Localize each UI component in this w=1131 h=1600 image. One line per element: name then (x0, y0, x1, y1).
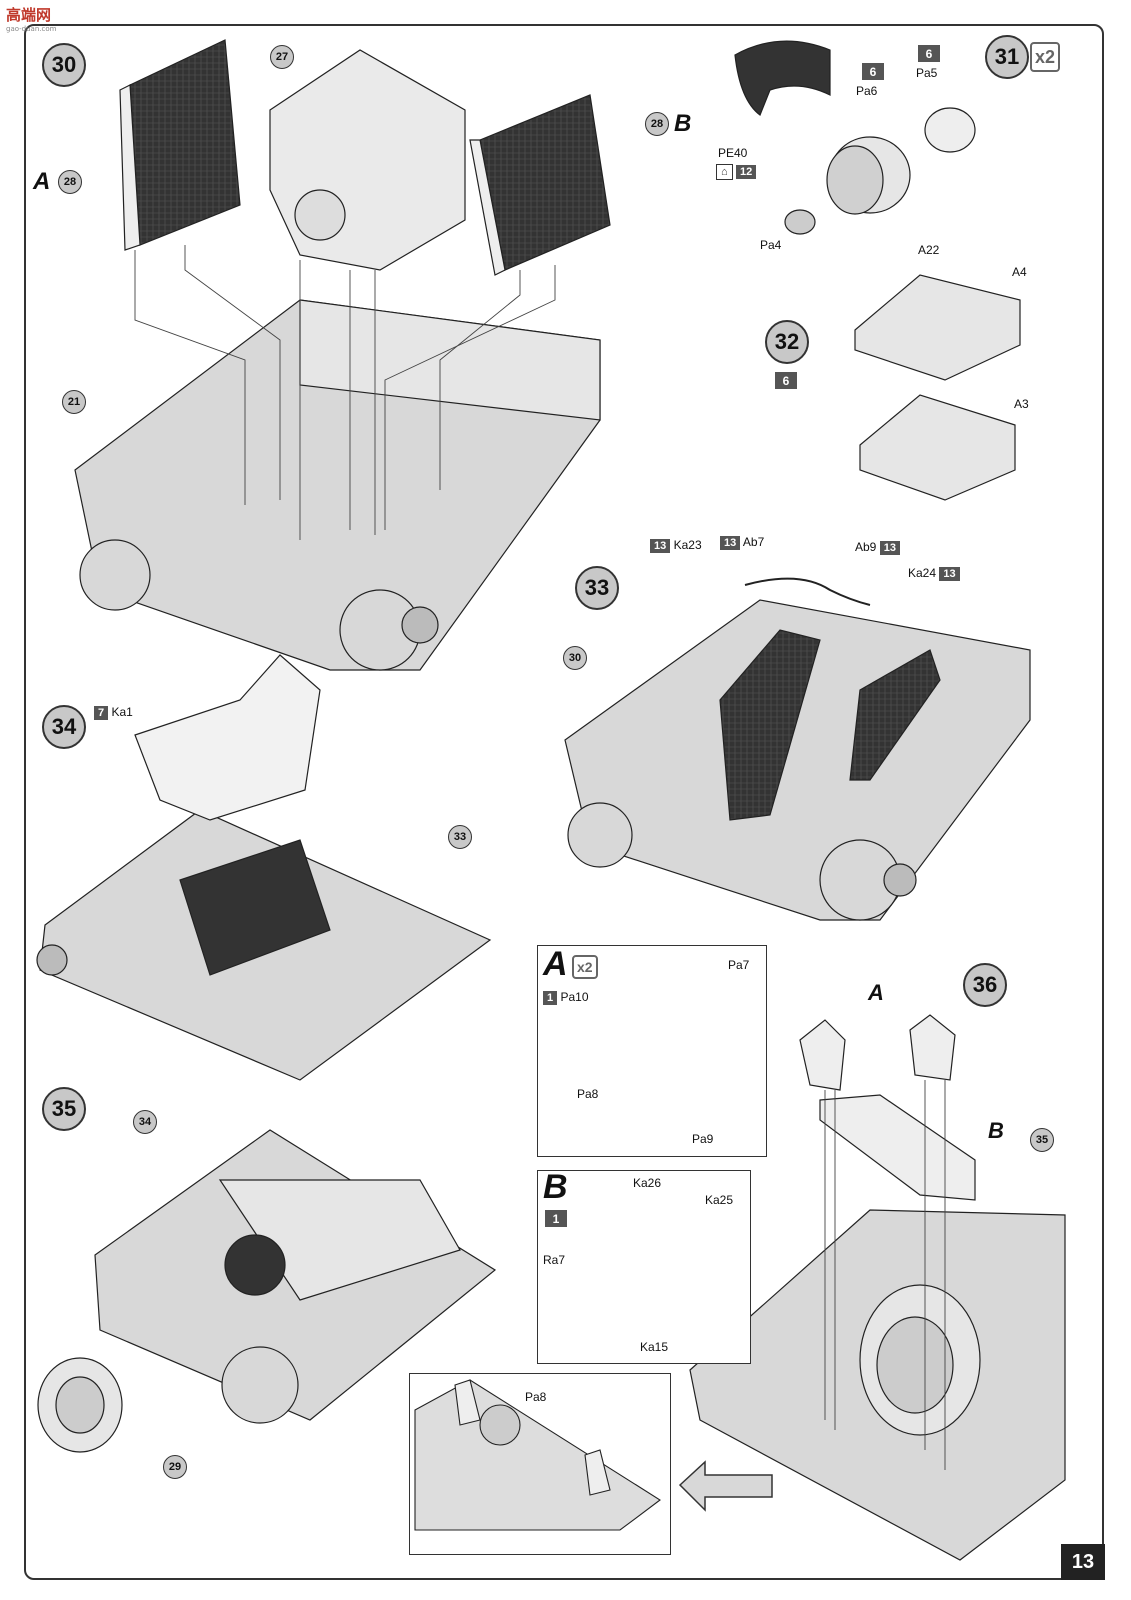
inset-B (537, 1170, 751, 1364)
label-Pa8: Pa8 (577, 1087, 599, 1101)
track-band (734, 40, 831, 116)
sprue-6-pa6: 6 (862, 63, 884, 80)
label-Ka15: Ka15 (640, 1340, 669, 1354)
label-A4: A4 (1012, 265, 1027, 279)
sprue-6-pa5: 6 (918, 45, 940, 62)
label-Pa7: Pa7 (728, 958, 750, 972)
ref-33: 33 (448, 825, 472, 849)
inset-A-multiplier: x2 (572, 955, 598, 979)
label-Ab9: Ab9 13 (855, 540, 900, 555)
step-36: 36 (963, 963, 1007, 1007)
letter-B-right: B (674, 110, 692, 137)
letter-B-step36: B (988, 1118, 1004, 1143)
label-PE40: PE40 (718, 146, 748, 160)
box-A3 (859, 394, 1016, 501)
radiator-left (129, 39, 241, 246)
label-Pa6: Pa6 (856, 84, 878, 98)
inset-A (537, 945, 767, 1157)
radiator-33b (849, 649, 941, 781)
inset-zoom (409, 1373, 671, 1555)
page-frame (24, 24, 1104, 1580)
ref-28-right: 28 (645, 112, 669, 136)
label-Ab7: 13 Ab7 (720, 535, 764, 550)
step-35: 35 (42, 1087, 86, 1131)
ref-35: 35 (1030, 1128, 1054, 1152)
step-33: 33 (575, 566, 619, 610)
inset-B-letter: B (543, 1168, 568, 1206)
bracket-A2 (909, 1014, 956, 1081)
sprue-6-step32: 6 (775, 372, 797, 389)
label-A3: A3 (1014, 397, 1029, 411)
arrow-left (678, 1460, 773, 1512)
ref-27: 27 (270, 45, 294, 69)
label-Ka24: Ka24 13 (908, 566, 960, 581)
ref-30: 30 (563, 646, 587, 670)
inset-B-sprue: 1 (545, 1210, 567, 1227)
label-Pa9: Pa9 (692, 1132, 714, 1146)
label-Pa5: Pa5 (916, 66, 938, 80)
label-A22: A22 (918, 243, 940, 257)
letter-A-step36: A (868, 980, 884, 1005)
page-number: 13 (1061, 1544, 1105, 1580)
letter-A-left: A (33, 168, 51, 195)
beam-B (819, 1094, 976, 1201)
sprue-12: ⌂ 12 (716, 164, 757, 180)
inset-A-letter: A (543, 945, 568, 983)
ref-21: 21 (62, 390, 86, 414)
bracket-A1 (799, 1019, 846, 1091)
ref-34: 34 (133, 1110, 157, 1134)
label-Ka25: Ka25 (705, 1193, 734, 1207)
step-31: 31 (985, 35, 1029, 79)
step-34: 34 (42, 705, 86, 749)
box-A4 (854, 274, 1021, 381)
label-Pa8-zoom: Pa8 (525, 1390, 547, 1404)
ref-28-left: 28 (58, 170, 82, 194)
radiator-33a (719, 629, 821, 821)
multiplier-31: x2 (1030, 42, 1061, 72)
engine (269, 49, 466, 271)
label-Ra7: Ra7 (543, 1253, 566, 1267)
label-Ka1: 7 Ka1 (94, 705, 133, 720)
panel-Ka1 (134, 654, 321, 821)
label-Ka23: 13 Ka23 (650, 538, 702, 553)
label-Pa4: Pa4 (760, 238, 782, 252)
label-Ka26: Ka26 (633, 1176, 662, 1190)
ref-29: 29 (163, 1455, 187, 1479)
step-32: 32 (765, 320, 809, 364)
label-Pa10: 1 Pa10 (543, 990, 589, 1005)
step-30: 30 (42, 43, 86, 87)
